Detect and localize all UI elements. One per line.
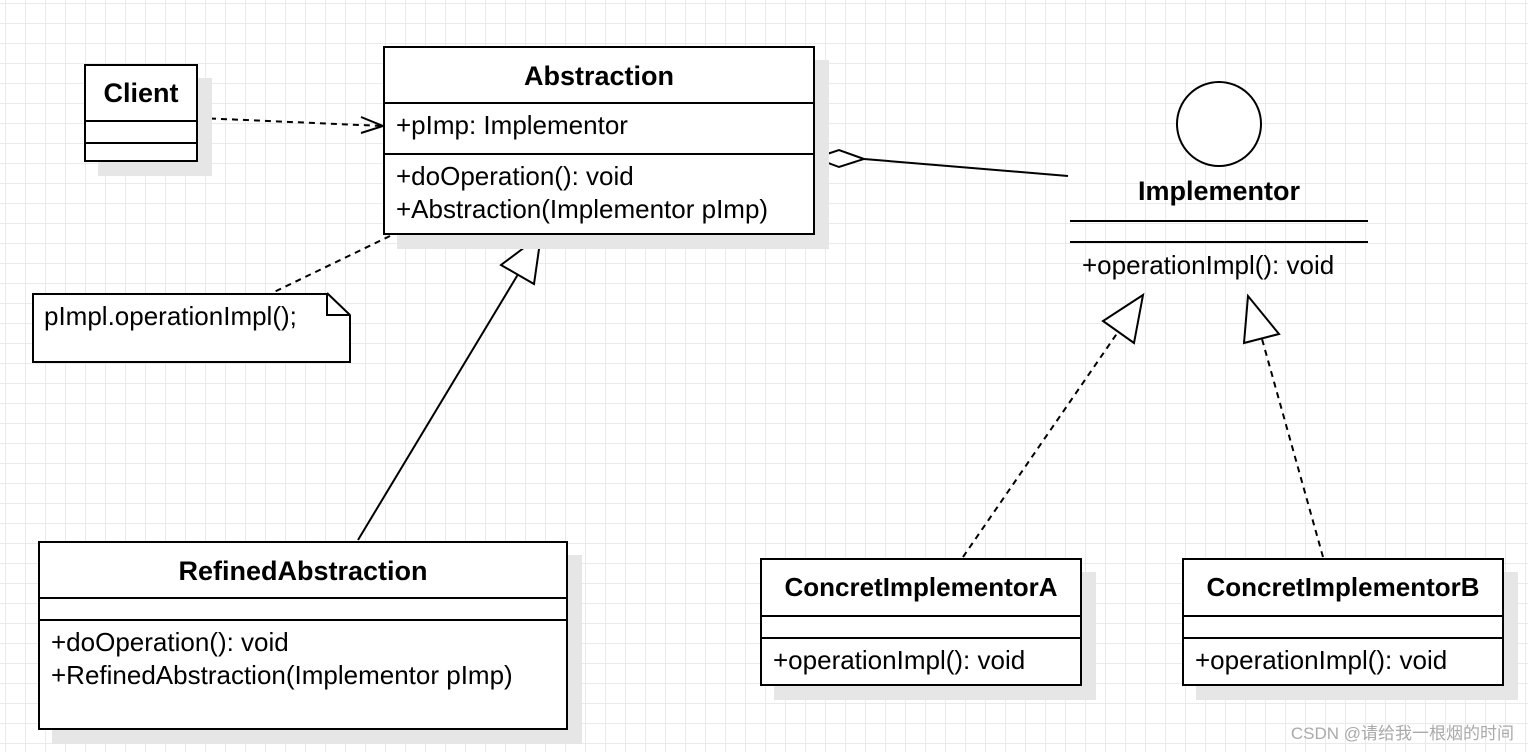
- class-concrete-implementor-b[interactable]: ConcretImplementorB +operationImpl(): vo…: [1182, 558, 1504, 686]
- class-concrete-implementor-a-operations: +operationImpl(): void: [762, 639, 1080, 677]
- class-concrete-implementor-a[interactable]: ConcretImplementorA +operationImpl(): vo…: [760, 558, 1082, 686]
- interface-implementor-name[interactable]: Implementor: [1137, 176, 1301, 206]
- note-text: pImpl.operationImpl();: [44, 301, 297, 331]
- concrete-a-realization-line: [962, 331, 1119, 558]
- class-concrete-implementor-b-name: ConcretImplementorB: [1184, 560, 1502, 617]
- realization-arrowhead-b: [1242, 293, 1281, 345]
- aggregation-diamond: [812, 148, 868, 169]
- operation: +doOperation(): void: [396, 161, 634, 191]
- class-abstraction[interactable]: Abstraction +pImp: Implementor +doOperat…: [383, 46, 815, 235]
- class-concrete-implementor-a-name: ConcretImplementorA: [762, 560, 1080, 617]
- class-concrete-implementor-b-operations: +operationImpl(): void: [1184, 639, 1502, 677]
- class-abstraction-operations: +doOperation(): void +Abstraction(Implem…: [385, 155, 813, 226]
- watermark: CSDN @请给我一根烟的时间: [1290, 724, 1514, 743]
- interface-implementor-operation: +operationImpl(): void: [1082, 250, 1335, 280]
- aggregation-line: [863, 158, 1069, 177]
- realization-arrowhead-a: [1101, 292, 1145, 345]
- class-refined-abstraction-attributes: [40, 599, 566, 621]
- class-client[interactable]: Client: [84, 64, 198, 162]
- class-client-attributes: [86, 122, 196, 144]
- refined-generalization-line: [357, 270, 521, 541]
- note-box[interactable]: pImpl.operationImpl();: [32, 293, 351, 363]
- note-corner-edge: [326, 292, 351, 316]
- class-refined-abstraction[interactable]: RefinedAbstraction +doOperation(): void …: [38, 541, 568, 730]
- note-fold-icon: [326, 293, 350, 316]
- operation: +operationImpl(): void: [1195, 645, 1448, 675]
- class-abstraction-name: Abstraction: [385, 48, 813, 104]
- class-concrete-implementor-b-attributes: [1184, 617, 1502, 639]
- class-client-name: Client: [86, 66, 196, 122]
- class-concrete-implementor-a-attributes: [762, 617, 1080, 639]
- interface-implementor-divider-bottom: [1070, 241, 1368, 243]
- operation: +doOperation(): void: [51, 627, 289, 657]
- operation: +RefinedAbstraction(Implementor pImp): [51, 660, 513, 690]
- client-dependency-line: [198, 117, 384, 127]
- generalization-arrowhead-abstraction: [499, 232, 543, 286]
- concrete-b-realization-line: [1261, 338, 1324, 558]
- implementor-interface-icon: [1176, 81, 1262, 167]
- class-refined-abstraction-operations: +doOperation(): void +RefinedAbstraction…: [40, 621, 566, 692]
- interface-implementor-divider-top: [1070, 220, 1368, 222]
- attribute: +pImp: Implementor: [396, 110, 628, 140]
- operation: +operationImpl(): void: [773, 645, 1026, 675]
- operation: +Abstraction(Implementor pImp): [396, 194, 769, 224]
- class-abstraction-attributes: +pImp: Implementor: [385, 104, 813, 155]
- class-refined-abstraction-name: RefinedAbstraction: [40, 543, 566, 599]
